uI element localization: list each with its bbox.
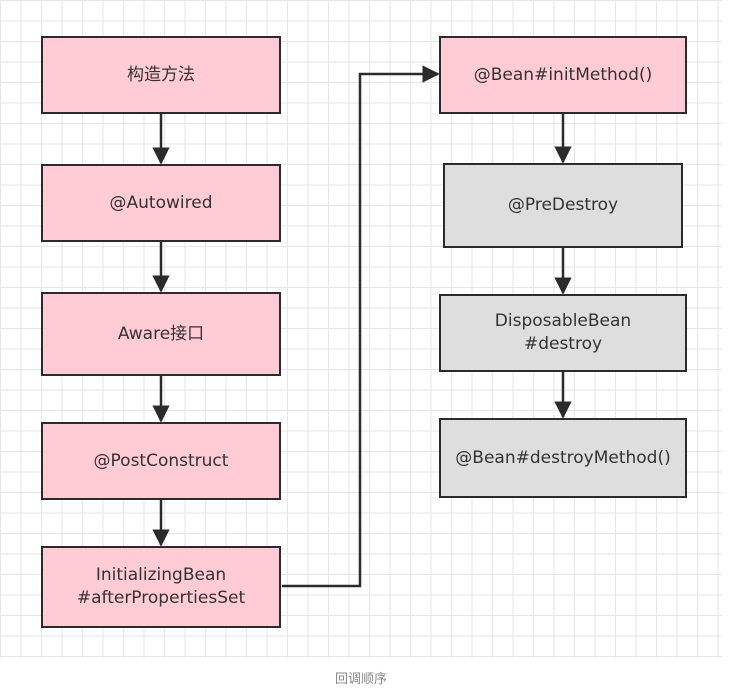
node-init-method: @Bean#initMethod() [439, 36, 687, 114]
node-post-construct: @PostConstruct [41, 422, 281, 500]
node-disposable-bean: DisposableBean #destroy [439, 294, 687, 372]
edge-initializingbean-initmethod [282, 65, 440, 588]
figure-caption: 回调顺序 [334, 672, 387, 687]
node-constructor: 构造方法 [41, 36, 281, 114]
node-pre-destroy: @PreDestroy [443, 163, 683, 248]
node-destroy-method: @Bean#destroyMethod() [439, 418, 687, 498]
node-initializing-bean: InitializingBean #afterPropertiesSet [41, 546, 281, 628]
node-aware-interface: Aware接口 [41, 292, 281, 376]
node-autowired: @Autowired [41, 164, 281, 242]
